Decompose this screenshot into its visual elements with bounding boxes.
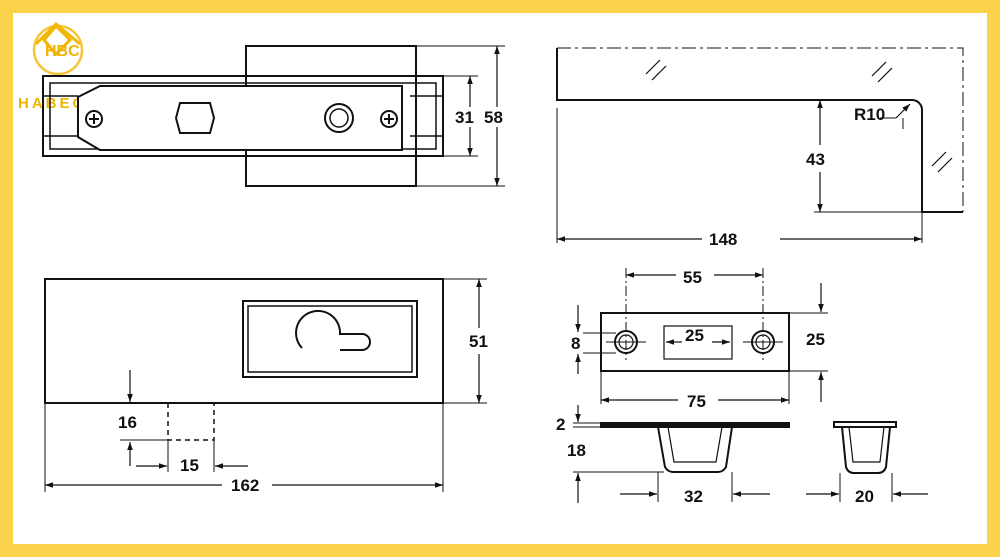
screw-icon (85, 110, 103, 128)
bottom-left-view (44, 278, 487, 492)
top-right-view (556, 47, 964, 243)
strike-plate-section (573, 405, 928, 503)
dim-inner-height: 31 (455, 108, 474, 127)
side-plate (833, 421, 897, 428)
strike-plate (600, 312, 790, 372)
dim-plate-length: 75 (687, 392, 706, 411)
dim-face-height: 51 (469, 332, 488, 351)
dim-slot-depth: 16 (118, 413, 137, 432)
dim-face-length: 162 (231, 476, 259, 495)
clamp-plate (77, 85, 403, 151)
dim-slot-length: 25 (685, 326, 704, 345)
fitting-body (42, 75, 444, 157)
hidden-slot (167, 403, 215, 441)
dim-radius: R10 (854, 105, 885, 124)
screw-icon (380, 110, 398, 128)
dim-profile-length: 148 (709, 230, 737, 249)
center-slot (663, 325, 733, 360)
dim-plate-thickness: 2 (556, 415, 565, 434)
top-left-view (42, 45, 505, 187)
pivot-slot (174, 102, 216, 134)
dim-cup-depth: 18 (567, 441, 586, 460)
logo-mark-icon (34, 21, 81, 57)
strike-plate-top (575, 268, 828, 404)
logo-mark: HBC (45, 43, 80, 60)
strike-cup (657, 426, 733, 473)
plate-section (600, 422, 790, 428)
side-cup (841, 426, 891, 474)
dim-cup-width: 32 (684, 487, 703, 506)
dim-plate-height: 25 (806, 330, 825, 349)
fitting-face (44, 278, 444, 404)
glass-profile (556, 48, 963, 213)
dim-side-width: 20 (855, 487, 874, 506)
cover-recess (242, 300, 418, 378)
dim-hole-spacing: 55 (683, 268, 702, 287)
dim-profile-height: 43 (806, 150, 825, 169)
pivot-ring (324, 103, 354, 133)
dim-slot-width: 15 (180, 456, 199, 475)
dim-hole-diameter: 8 (571, 334, 580, 353)
dim-outer-height: 58 (484, 108, 503, 127)
keyhole-cutout (295, 309, 371, 351)
